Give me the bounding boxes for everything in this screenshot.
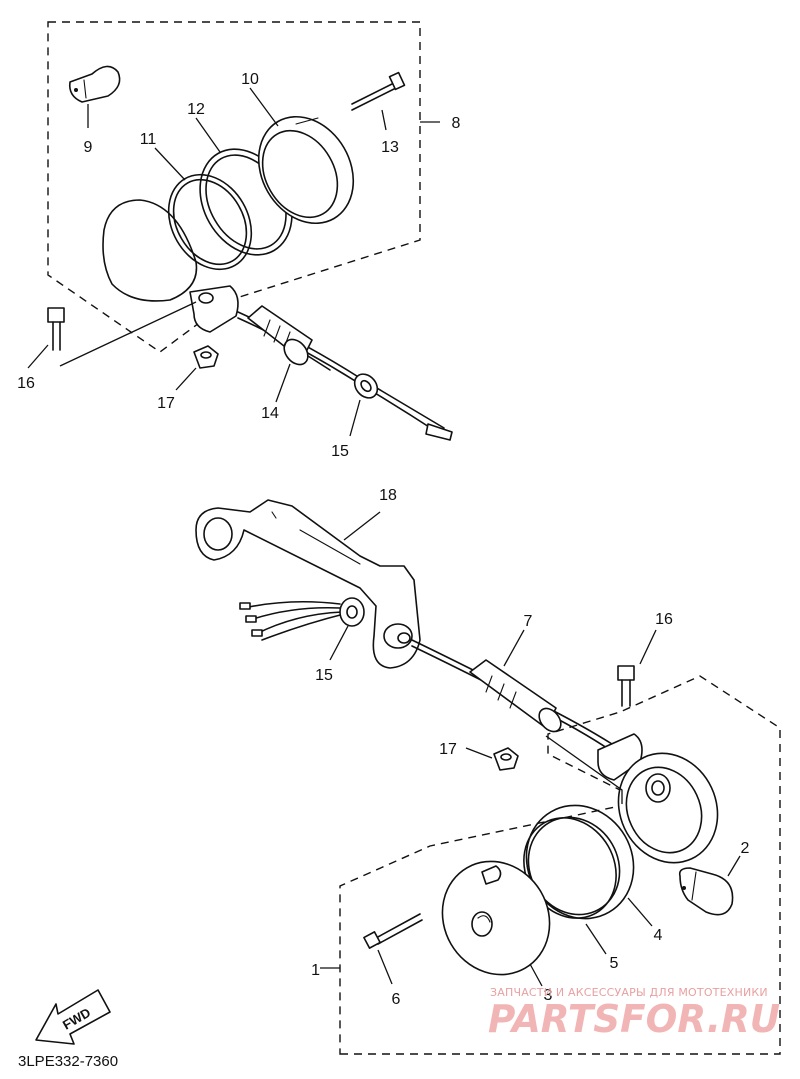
screw-13: [351, 71, 406, 111]
label-part-1: 1: [311, 962, 320, 979]
leader-11: [154, 147, 186, 181]
label-part-4: 4: [654, 927, 663, 944]
leader-17a: [175, 367, 197, 391]
wire-harness: [239, 600, 345, 641]
label-part-14: 14: [261, 405, 279, 422]
leader-18: [343, 511, 381, 541]
label-part-16-lower: 16: [655, 611, 673, 628]
grommet-14: [247, 305, 331, 371]
leader-12: [195, 117, 221, 153]
leader-15b: [329, 625, 349, 661]
label-part-17-upper: 17: [157, 395, 175, 412]
label-part-16-upper: 16: [17, 375, 35, 392]
connector-upper: [425, 423, 453, 441]
mounting-bracket-18: [195, 499, 421, 669]
bulb-2: [678, 867, 734, 916]
leader-10: [249, 87, 279, 127]
leader-6: [377, 949, 393, 985]
label-part-5: 5: [610, 955, 619, 972]
screw-6: [363, 913, 423, 949]
lens-3: [441, 860, 551, 976]
label-part-9: 9: [84, 139, 93, 156]
watermark-logo: PARTSFOR.RU: [488, 997, 780, 1041]
gasket-ring-11: [167, 173, 253, 271]
watermark-tagline: ЗАПЧАСТИ И АКСЕССУАРЫ ДЛЯ МОТОТЕХНИКИ: [490, 986, 768, 999]
label-part-17-lower: 17: [439, 741, 457, 758]
leader-7: [503, 629, 525, 667]
leader-4: [627, 897, 653, 927]
label-part-13: 13: [381, 139, 399, 156]
rim-10: [257, 115, 355, 225]
label-part-6: 6: [392, 991, 401, 1008]
label-part-10: 10: [241, 71, 259, 88]
nut-17-upper: [193, 345, 219, 369]
leader-13: [381, 109, 387, 131]
grommet-7: [469, 659, 562, 733]
label-part-11: 11: [140, 131, 157, 148]
bulb-9: [68, 65, 121, 103]
housing-base-lower: [597, 733, 719, 864]
label-part-8: 8: [452, 115, 461, 132]
label-part-7: 7: [524, 613, 533, 630]
leader-2: [727, 855, 741, 877]
leader-15a: [349, 399, 361, 437]
bolt-16-lower: [617, 665, 635, 707]
leader-16b: [639, 629, 657, 665]
leader-3: [529, 963, 543, 987]
fwd-arrow-icon: [35, 989, 111, 1045]
base-bracket-upper: [189, 285, 239, 333]
leader-base: [545, 735, 623, 804]
nut-17-lower: [493, 747, 519, 771]
bolt-16-upper: [47, 307, 65, 351]
leader-14: [275, 363, 291, 403]
label-part-2: 2: [741, 840, 750, 857]
grommet-15-lower: [339, 597, 365, 627]
label-part-18: 18: [379, 487, 397, 504]
drawing-code: 3LPE332-7360: [18, 1053, 118, 1070]
leader-5: [585, 923, 607, 955]
group-box-1: [339, 675, 781, 1055]
label-part-12: 12: [187, 101, 205, 118]
label-part-15-lower: 15: [315, 667, 333, 684]
grommet-15-upper: [353, 373, 379, 399]
label-part-3: 3: [544, 987, 553, 1004]
label-part-15-upper: 15: [331, 443, 349, 460]
leader-16a: [27, 344, 49, 369]
leader-17b: [465, 747, 493, 759]
lens-housing-upper: [102, 199, 198, 302]
